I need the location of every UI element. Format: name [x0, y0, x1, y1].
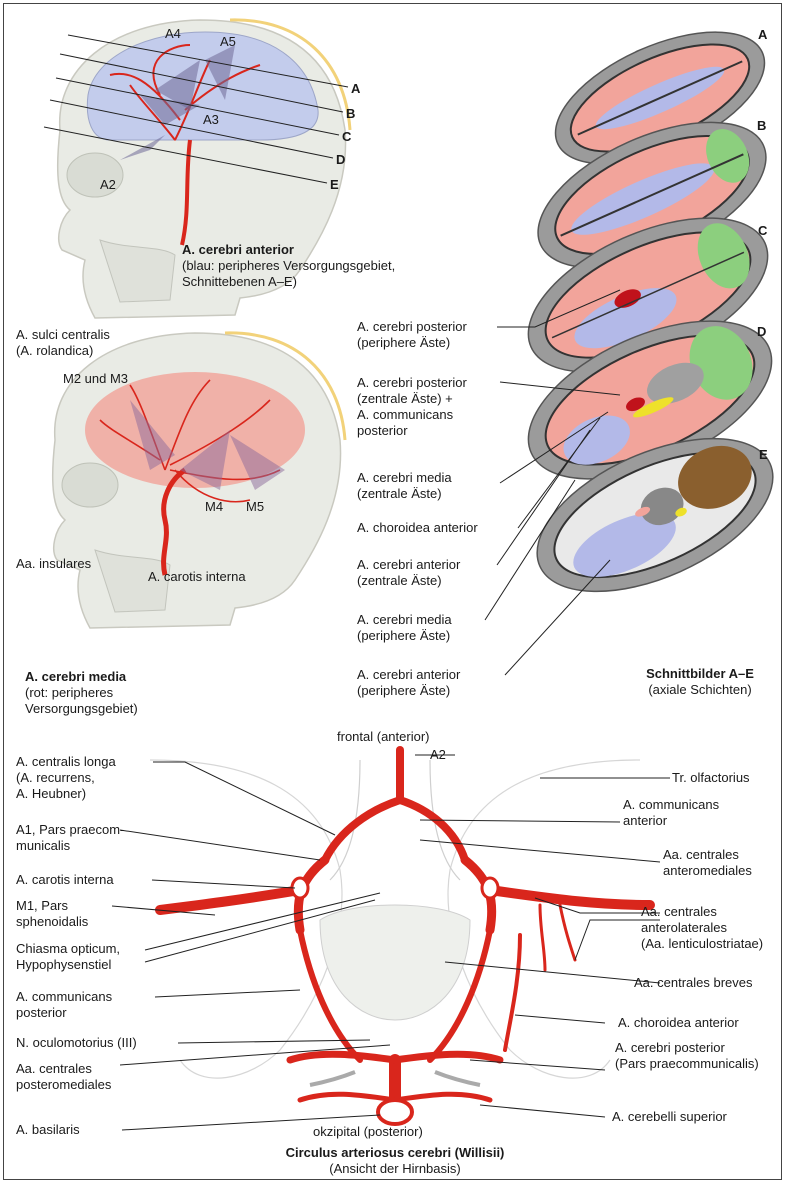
- label-aca-central: A. cerebri anterior (zentrale Äste): [357, 557, 460, 589]
- label-occipital: okzipital (posterior): [313, 1124, 423, 1140]
- label-anterolaterales: Aa. centrales anterolaterales (Aa. lenti…: [641, 904, 763, 952]
- section-letter-e: E: [759, 447, 768, 462]
- circle-caption-title: Circulus arteriosus cerebri (Willisii): [230, 1145, 560, 1161]
- section-letter-b: B: [757, 118, 766, 133]
- label-aa-insulares: Aa. insulares: [16, 556, 91, 572]
- label-pcom: A. communicans posterior: [16, 989, 112, 1021]
- media-caption-body: (rot: peripheres Versorgungsgebiet): [25, 685, 138, 717]
- media-caption-title: A. cerebri media: [25, 669, 126, 685]
- label-frontal: frontal (anterior): [337, 729, 429, 745]
- circle-caption-body: (Ansicht der Hirnbasis): [230, 1161, 560, 1177]
- label-posteromediales: Aa. centrales posteromediales: [16, 1061, 111, 1093]
- label-a1: A1, Pars praecom- municalis: [16, 822, 124, 854]
- label-pca-precommunical: A. cerebri posterior (Pars praecommunica…: [615, 1040, 759, 1072]
- label-oculomotorius: N. oculomotorius (III): [16, 1035, 137, 1051]
- label-aca-peripheral: A. cerebri anterior (periphere Äste): [357, 667, 460, 699]
- label-m2-m3: M2 und M3: [63, 371, 128, 387]
- territory-tag-a2: A2: [100, 177, 116, 192]
- label-sulci-centralis: A. sulci centralis (A. rolandica): [16, 327, 110, 359]
- plane-label-d: D: [336, 152, 345, 167]
- plane-label-c: C: [342, 129, 351, 144]
- label-cerebelli-superior: A. cerebelli superior: [612, 1109, 727, 1125]
- section-letter-d: D: [757, 324, 766, 339]
- label-pca-central: A. cerebri posterior (zentrale Äste) + A…: [357, 375, 467, 439]
- sections-caption-body: (axiale Schichten): [625, 682, 775, 698]
- label-a2: A2: [430, 747, 446, 763]
- label-m1: M1, Pars sphenoidalis: [16, 898, 88, 930]
- label-m5: M5: [246, 499, 264, 515]
- section-letter-a: A: [758, 27, 767, 42]
- section-letter-c: C: [758, 223, 767, 238]
- territory-tag-a3: A3: [203, 112, 219, 127]
- label-carotis-circle: A. carotis interna: [16, 872, 114, 888]
- territory-tag-a4: A4: [165, 26, 181, 41]
- sections-caption-title: Schnittbilder A–E: [625, 666, 775, 682]
- label-mca-peripheral: A. cerebri media (periphere Äste): [357, 612, 452, 644]
- anterior-caption-body: (blau: peripheres Versorgungsgebiet, Sch…: [182, 258, 395, 290]
- territory-tag-a5: A5: [220, 34, 236, 49]
- label-choroidea-circle: A. choroidea anterior: [618, 1015, 739, 1031]
- label-centralis-longa: A. centralis longa (A. recurrens, A. Heu…: [16, 754, 116, 802]
- label-carotis-interna: A. carotis interna: [148, 569, 246, 585]
- label-breves: Aa. centrales breves: [634, 975, 753, 991]
- label-mca-central: A. cerebri media (zentrale Äste): [357, 470, 452, 502]
- plane-label-b: B: [346, 106, 355, 121]
- label-acom: A. communicans anterior: [623, 797, 719, 829]
- label-chiasma: Chiasma opticum, Hypophysenstiel: [16, 941, 120, 973]
- plane-label-a: A: [351, 81, 360, 96]
- label-choroidea-anterior: A. choroidea anterior: [357, 520, 478, 536]
- label-pca-peripheral: A. cerebri posterior (periphere Äste): [357, 319, 467, 351]
- plane-label-e: E: [330, 177, 339, 192]
- axial-sections: [505, 5, 787, 623]
- label-basilaris: A. basilaris: [16, 1122, 80, 1138]
- anterior-caption-title: A. cerebri anterior: [182, 242, 294, 258]
- label-anteromediales: Aa. centrales anteromediales: [663, 847, 752, 879]
- label-olfactorius: Tr. olfactorius: [672, 770, 750, 786]
- label-m4: M4: [205, 499, 223, 515]
